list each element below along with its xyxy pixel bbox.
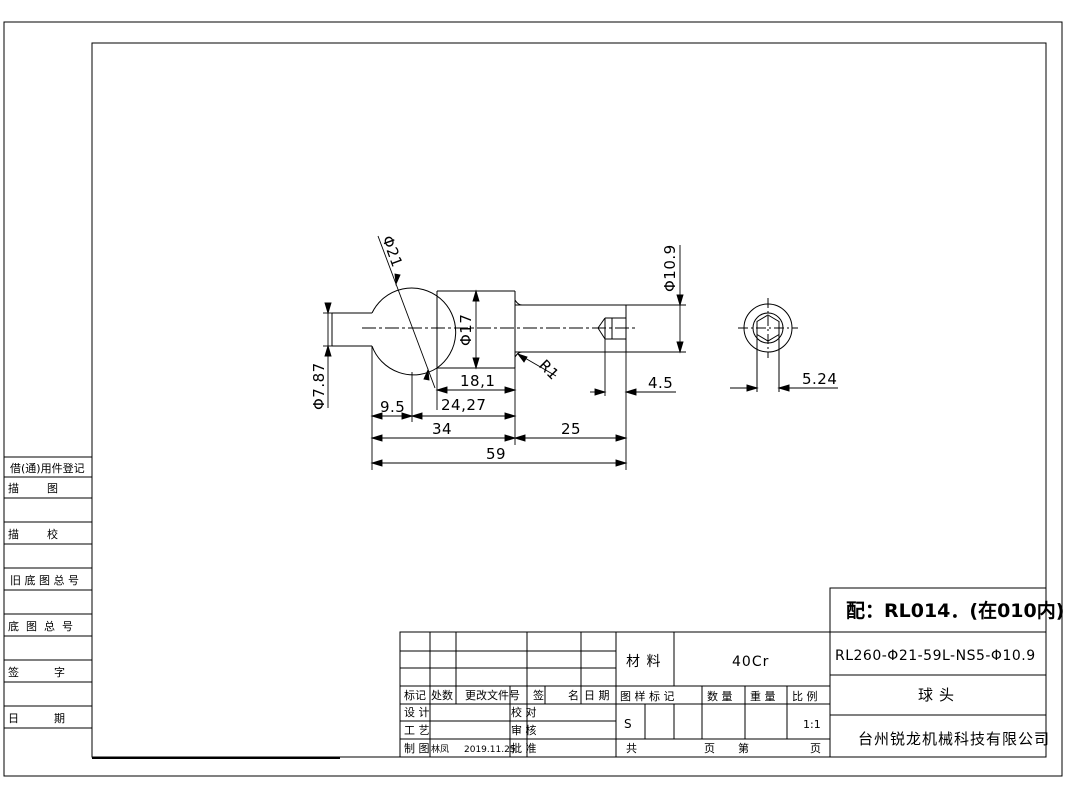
side-base-no-label: 底 图 总 号 <box>8 619 73 633</box>
dim-34: 34 <box>432 420 452 438</box>
tb-mark-header: 标记 <box>404 688 426 702</box>
tb-docno-header: 更改文件号 <box>465 688 520 702</box>
hex-end-view <box>730 298 838 392</box>
tb-scale-label: 比 例 <box>792 689 818 703</box>
tb-review-label: 审 核 <box>511 723 537 737</box>
tb-name-header: 名 <box>568 688 579 702</box>
title-block-grid <box>399 631 1047 758</box>
mating-note: 配：RL014．(在010内) <box>846 599 1064 622</box>
tb-drafter-name: 林凤 <box>431 743 449 755</box>
part-code: RL260-Φ21-59L-NS5-Φ10.9 <box>835 648 1036 664</box>
tb-drawing-mark-label: 图 样 标 记 <box>620 689 675 703</box>
tb-sheets-label: 页 <box>704 742 715 755</box>
dim-hole-depth: 4.5 <box>648 374 673 392</box>
side-trace-check-label: 描 校 <box>8 527 58 541</box>
dim-pin-dia: Φ7.87 <box>310 362 328 410</box>
tb-date-header: 日 期 <box>584 689 610 702</box>
ball-stud-front-view <box>331 287 636 376</box>
outer-border <box>3 21 1063 777</box>
tb-sign-header: 签 <box>533 688 544 702</box>
tb-scale-value: 1:1 <box>803 718 821 731</box>
tb-mark-value: S <box>624 717 632 731</box>
dim-59: 59 <box>486 445 506 463</box>
side-panel <box>4 456 92 729</box>
material-value: 40Cr <box>732 654 769 670</box>
dim-25: 25 <box>561 420 581 438</box>
tb-draft-date: 2019.11.25 <box>464 745 516 755</box>
tb-process-label: 工 艺 <box>404 724 430 737</box>
side-signature-label: 签 字 <box>8 665 65 679</box>
dim-24-27: 24,27 <box>441 396 486 414</box>
dim-hex-size: 5.24 <box>802 370 837 388</box>
side-date-label: 日 期 <box>8 712 65 725</box>
dim-radius: R1 <box>535 356 563 384</box>
tb-approve-label: 批 准 <box>511 741 537 755</box>
material-label: 材 料 <box>626 654 661 670</box>
tb-drafting-label: 制 图 <box>404 742 430 755</box>
dim-9-5: 9.5 <box>380 398 405 416</box>
dim-ball-dia: Φ21 <box>378 233 406 270</box>
tb-sheet-no-label: 第 <box>738 741 749 755</box>
dim-shaft-dia: Φ10.9 <box>661 244 679 292</box>
tb-weight-label: 重 量 <box>750 689 776 703</box>
dimension-lines <box>323 235 686 470</box>
company-name: 台州锐龙机械科技有限公司 <box>858 730 1050 748</box>
side-trace-drawing-label: 描 图 <box>8 481 58 495</box>
tb-quantity-label: 数 量 <box>707 690 733 703</box>
dim-18-1: 18,1 <box>460 372 495 390</box>
tb-total-label: 共 <box>626 742 637 755</box>
tb-check-label: 校 对 <box>511 705 537 719</box>
tb-sheet-no-unit: 页 <box>810 742 821 755</box>
part-name: 球头 <box>918 686 960 704</box>
side-register-label: 借(通)用件登记 <box>10 461 85 475</box>
dim-neck-dia: Φ17 <box>457 314 475 346</box>
tb-design-label: 设 计 <box>404 706 430 719</box>
tb-zones-header: 处数 <box>431 689 453 702</box>
side-old-base-no-label: 旧 底 图 总 号 <box>10 573 79 587</box>
